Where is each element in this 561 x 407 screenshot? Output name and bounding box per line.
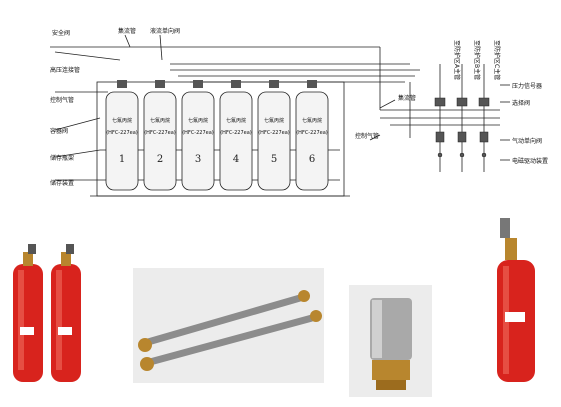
container-valve-icon <box>307 80 317 88</box>
cylinder-body <box>219 91 253 191</box>
cylinder-agent-name: 七氟丙烷 <box>150 117 170 124</box>
label-pneumatic-check: 气动单向阀 <box>512 137 542 145</box>
check-valve-photo <box>349 285 432 397</box>
cylinder-agent-spec: (HFC-227ea) <box>220 130 252 136</box>
cylinder-agent-name: 七氟丙烷 <box>264 117 284 124</box>
cylinder-agent-name: 七氟丙烷 <box>226 117 246 124</box>
cylinder-agent-name: 七氟丙烷 <box>188 117 208 124</box>
storage-cylinder: 七氟丙烷 (HFC-227ea) 4 <box>219 80 253 191</box>
label-zone-b-pipe: 至防护区B主管 <box>473 40 481 80</box>
storage-cylinder: 七氟丙烷 (HFC-227ea) 2 <box>143 80 177 191</box>
cylinder-agent-name: 七氟丙烷 <box>112 117 132 124</box>
cylinder-body <box>257 91 291 191</box>
label-control-gas-right: 控制气管 <box>355 132 379 140</box>
cylinder-body <box>143 91 177 191</box>
label-zone-a-pipe: 至防护区A主管 <box>453 40 461 80</box>
label-manifold: 集流管 <box>118 27 136 35</box>
cylinder-agent-spec: (HFC-227ea) <box>258 130 290 136</box>
cylinder-agent-spec: (HFC-227ea) <box>296 130 328 136</box>
selector-valve-icon <box>456 97 468 107</box>
selector-valve-icon <box>478 97 490 107</box>
cylinder-agent-spec: (HFC-227ea) <box>144 130 176 136</box>
red-cylinder-single-photo <box>497 218 535 382</box>
cylinder-agent-spec: (HFC-227ea) <box>106 130 138 136</box>
cylinder-body <box>295 91 329 191</box>
label-safety-valve: 安全阀 <box>52 29 70 37</box>
label-storage-device: 储存装置 <box>50 179 74 187</box>
label-selector-valve: 选择阀 <box>512 99 530 107</box>
label-high-pressure-hose: 高压连接管 <box>50 66 80 74</box>
label-check-valve: 液流单向阀 <box>150 27 180 35</box>
container-valve-icon <box>269 80 279 88</box>
storage-cylinder: 七氟丙烷 (HFC-227ea) 6 <box>295 80 329 191</box>
label-solenoid-driver: 电磁驱动装置 <box>512 157 548 165</box>
cylinder-number: 5 <box>271 154 277 165</box>
container-valve-icon <box>193 80 203 88</box>
selector-valve-icon <box>434 97 446 107</box>
cylinder-body <box>105 91 139 191</box>
cylinder-number: 2 <box>157 154 163 165</box>
label-pressure-signal: 压力信号器 <box>512 82 542 90</box>
braided-hoses-photo <box>133 268 324 383</box>
label-control-gas-pipe: 控制气管 <box>50 96 74 104</box>
container-valve-icon <box>117 80 127 88</box>
label-zone-c-pipe: 至防护区C主管 <box>493 40 501 80</box>
storage-cylinder: 七氟丙烷 (HFC-227ea) 1 <box>105 80 139 191</box>
container-valve-icon <box>231 80 241 88</box>
solenoid-driver-icon <box>479 131 489 143</box>
storage-cylinder: 七氟丙烷 (HFC-227ea) 3 <box>181 80 215 191</box>
label-cylinder-rack: 储存瓶架 <box>50 154 74 162</box>
cylinder-agent-spec: (HFC-227ea) <box>182 130 214 136</box>
cylinder-number: 4 <box>233 154 239 165</box>
cylinder-agent-name: 七氟丙烷 <box>302 117 322 124</box>
storage-cylinder: 七氟丙烷 (HFC-227ea) 5 <box>257 80 291 191</box>
cylinder-number: 6 <box>309 154 315 165</box>
solenoid-driver-icon <box>435 131 445 143</box>
label-manifold-right: 集流管 <box>398 94 416 102</box>
cylinder-number: 3 <box>195 154 201 165</box>
label-container-valve: 容器阀 <box>50 127 68 135</box>
cylinder-body <box>181 91 215 191</box>
solenoid-driver-icon <box>457 131 467 143</box>
cylinder-number: 1 <box>119 154 125 165</box>
container-valve-icon <box>155 80 165 88</box>
red-cylinders-pair-photo <box>13 244 81 382</box>
